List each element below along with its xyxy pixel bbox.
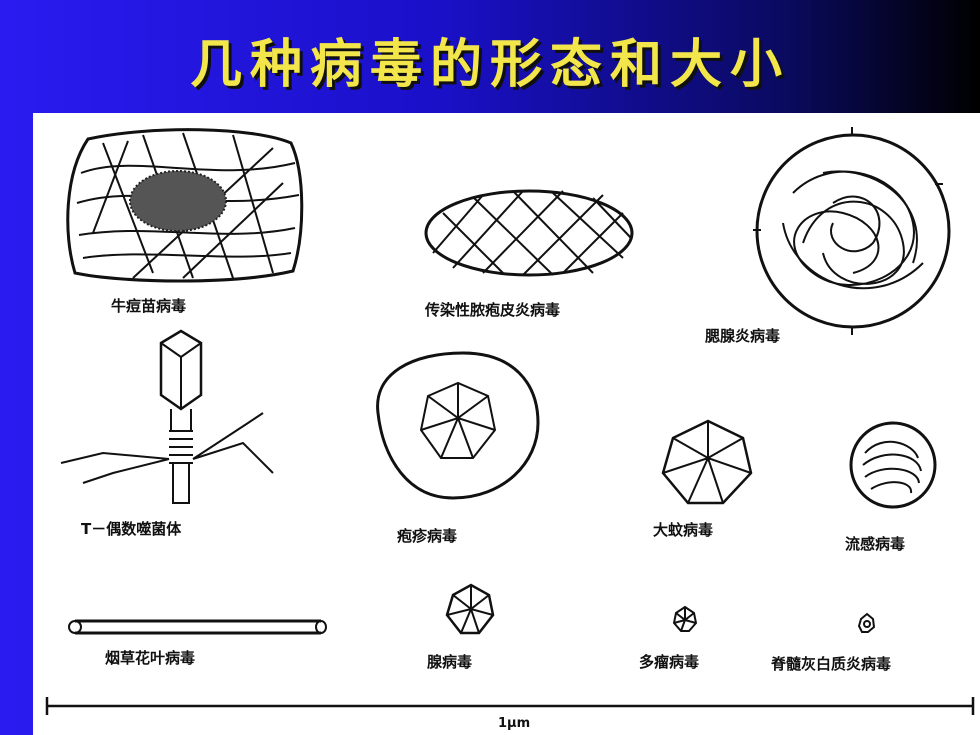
- adenovirus-drawing: [445, 583, 495, 635]
- tmv-drawing: [68, 619, 327, 635]
- t-phage-drawing: [60, 329, 274, 504]
- mumps-spikes: [753, 127, 943, 335]
- polyoma-virus-drawing: [672, 605, 698, 632]
- label-orf: 传染性脓疱皮炎病毒: [425, 301, 561, 319]
- label-t-phage: T－偶数噬菌体: [81, 520, 182, 538]
- label-polyoma: 多瘤病毒: [639, 653, 700, 671]
- scale-label: 1μm: [498, 716, 531, 731]
- vaccinia-virus-drawing: [66, 128, 304, 283]
- label-polio: 脊髓灰白质炎病毒: [771, 655, 892, 673]
- mumps-virus-drawing: [755, 133, 951, 329]
- label-influenza: 流感病毒: [845, 535, 906, 553]
- herpes-virus-drawing: [376, 351, 540, 500]
- label-tmv: 烟草花叶病毒: [105, 649, 196, 667]
- label-herpes: 疱疹病毒: [397, 527, 458, 545]
- slide-title: 几种病毒的形态和大小: [189, 34, 790, 95]
- label-mumps: 腮腺炎病毒: [705, 327, 781, 345]
- virus-drawings: [45, 127, 975, 715]
- virus-diagram-panel: 牛痘苗病毒 传染性脓疱皮炎病毒 腮腺炎病毒 T－偶数噬菌体 疱疹病毒 大蚊病毒 …: [33, 113, 980, 735]
- influenza-virus-drawing: [849, 421, 937, 509]
- label-adenovirus: 腺病毒: [427, 653, 473, 671]
- iridescent-virus-drawing: [661, 419, 753, 505]
- label-iridescent: 大蚊病毒: [653, 521, 714, 539]
- scale-bar: [45, 697, 975, 715]
- label-vaccinia: 牛痘苗病毒: [111, 297, 187, 315]
- orf-virus-drawing: [424, 189, 634, 277]
- polio-virus-drawing: [857, 612, 876, 633]
